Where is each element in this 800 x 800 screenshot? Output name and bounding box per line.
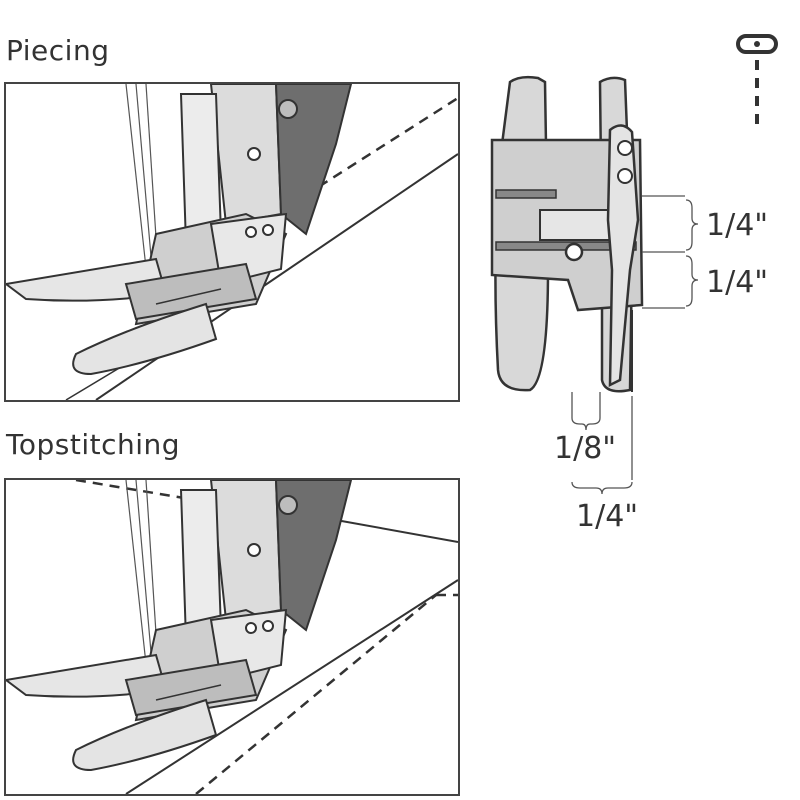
presser-foot <box>6 608 288 772</box>
dim-eighth: 1/8" <box>554 431 616 466</box>
presser-foot <box>6 212 288 376</box>
foot-dimension-diagram: 1/4" 1/4" 1/8" 1/4" <box>490 34 778 534</box>
topstitching-illustration <box>4 478 460 796</box>
foot-symbol-icon <box>736 34 778 128</box>
topstitching-drawing <box>6 480 458 794</box>
fabric-edge-top <box>335 519 458 543</box>
piecing-title: Piecing <box>6 34 110 67</box>
piecing-illustration <box>4 82 460 402</box>
fabric-edge <box>125 579 458 794</box>
presser-shank <box>179 84 353 246</box>
presser-shank <box>179 480 353 642</box>
foot-front-view <box>490 75 644 393</box>
piecing-drawing <box>6 84 458 400</box>
dim-lower-quarter: 1/4" <box>706 265 768 300</box>
topstitching-title: Topstitching <box>6 428 181 461</box>
stitch-line-top <box>75 480 197 502</box>
dim-bottom-quarter: 1/4" <box>576 499 638 534</box>
topstitch-line <box>195 594 437 794</box>
dim-upper-quarter: 1/4" <box>706 208 768 243</box>
dimension-guides <box>571 195 699 495</box>
